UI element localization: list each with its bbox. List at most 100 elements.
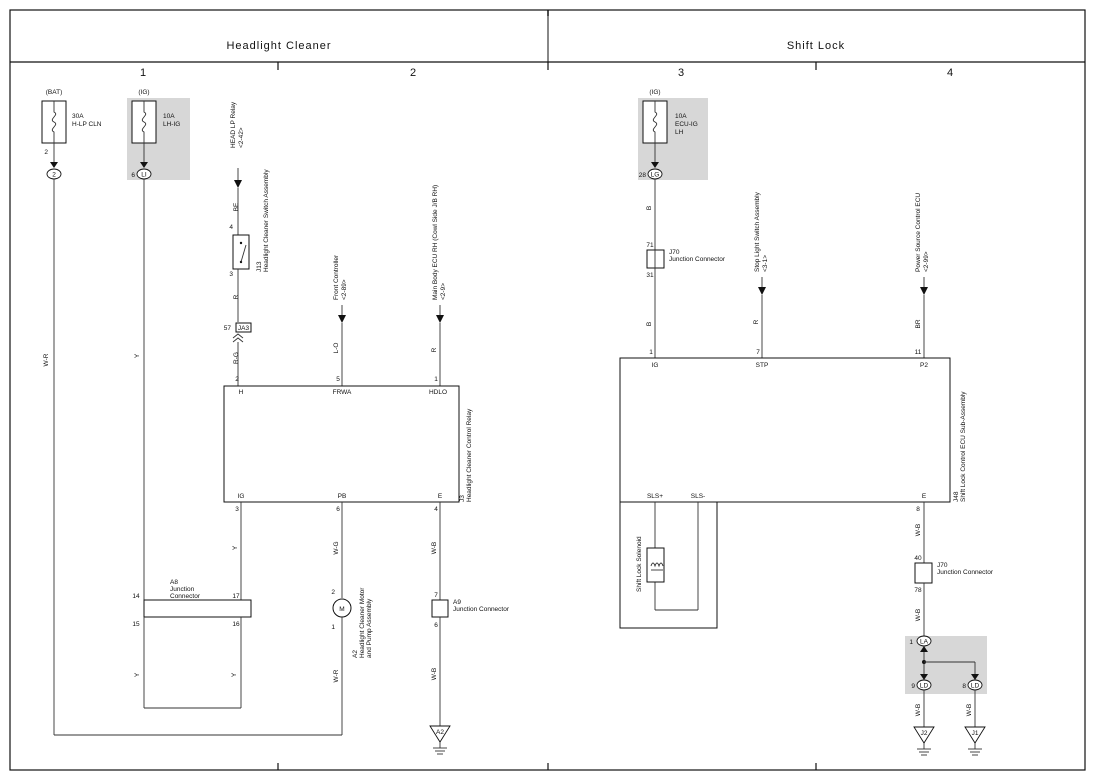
wire-color-y-1: Y	[134, 353, 141, 358]
fuse-lh-ig: (IG) 10A LH-IG 6 LI	[131, 89, 180, 180]
wire-color-w-b-4: W-B	[915, 609, 922, 622]
column-number-2: 2	[410, 67, 416, 79]
svg-text:J70: J70	[937, 562, 948, 569]
svg-text:P2: P2	[920, 362, 928, 369]
wire-color-w-r-2: W-R	[333, 669, 340, 682]
svg-text:Stop Light Switch Assembly: Stop Light Switch Assembly	[754, 191, 761, 272]
svg-text:5: 5	[336, 376, 340, 383]
shift-lock-solenoid: Shift Lock Solenoid	[619, 501, 718, 629]
svg-text:A2: A2	[352, 650, 359, 658]
wire-color-be: BE	[233, 202, 240, 211]
svg-text:E: E	[922, 493, 927, 500]
svg-text:<2-42>: <2-42>	[238, 127, 245, 148]
column-number-4: 4	[947, 67, 953, 79]
wire-color-l-o: L-O	[333, 343, 340, 354]
svg-text:9: 9	[911, 683, 915, 690]
wire-color-y-3: Y	[134, 672, 141, 677]
svg-text:1: 1	[909, 639, 913, 646]
svg-text:<2-99>: <2-99>	[923, 251, 930, 272]
svg-text:71: 71	[646, 242, 654, 249]
svg-text:1: 1	[331, 624, 335, 631]
svg-text:2: 2	[44, 149, 48, 156]
svg-text:H-LP CLN: H-LP CLN	[72, 121, 102, 128]
svg-text:2: 2	[52, 172, 56, 179]
junction-a8: A8 Junction Connector 14 17 15 16	[132, 579, 252, 628]
svg-text:<2-9>: <2-9>	[440, 283, 447, 300]
wire-color-w-b-3: W-B	[915, 524, 922, 537]
svg-text:A2: A2	[436, 729, 444, 736]
wire-color-w-b-1: W-B	[431, 542, 438, 555]
svg-text:LD: LD	[971, 683, 980, 690]
svg-text:Junction: Junction	[170, 586, 195, 593]
svg-text:14: 14	[132, 593, 140, 600]
fuse-h-lp-cln: (BAT) 30A H-LP CLN 2 2	[41, 89, 102, 180]
svg-text:SLS-: SLS-	[691, 493, 705, 500]
svg-text:LA: LA	[920, 639, 929, 646]
svg-text:(BAT): (BAT)	[46, 89, 63, 96]
wire-color-w-b-6: W-B	[966, 704, 973, 717]
connector-ja3: 57 JA3	[224, 322, 252, 343]
wire-color-y-4: Y	[231, 672, 238, 677]
svg-text:J1: J1	[972, 730, 979, 737]
svg-text:Power Source Control ECU: Power Source Control ECU	[915, 193, 922, 272]
column-number-1: 1	[140, 67, 146, 79]
svg-text:JA3: JA3	[238, 325, 250, 332]
junction-j70-lower: 40 78 J70 Junction Connector	[914, 555, 993, 594]
svg-text:Main Body ECU RH (Cowl Side J/: Main Body ECU RH (Cowl Side J/B RH)	[432, 185, 439, 300]
svg-text:2: 2	[235, 376, 239, 383]
svg-text:A8: A8	[170, 579, 178, 586]
ref-front-controller: Front Controller <2-89>	[333, 254, 348, 323]
svg-text:7: 7	[756, 349, 760, 356]
svg-text:8: 8	[962, 683, 966, 690]
wire-color-w-b-5: W-B	[915, 704, 922, 717]
svg-text:Front Controller: Front Controller	[333, 254, 340, 300]
svg-text:2: 2	[331, 589, 335, 596]
wire-color-r-g: R-G	[233, 352, 240, 364]
svg-text:Junction Connector: Junction Connector	[453, 606, 510, 613]
svg-text:<2-89>: <2-89>	[341, 279, 348, 300]
ecu-j48: 1 IG 7 STP 11 P2 SLS+ SLS- E 8 J48 Shift…	[619, 349, 967, 513]
wire-color-w-r-1: W-R	[43, 353, 50, 366]
svg-text:Connector: Connector	[170, 593, 201, 600]
svg-text:17: 17	[232, 593, 240, 600]
relay-j3: 2 H 5 FRWA 1 HDLO IG PB E 3 6 4 J3 Headl…	[223, 376, 473, 513]
svg-text:<3-1>: <3-1>	[762, 255, 769, 272]
svg-text:(IG): (IG)	[649, 89, 660, 96]
svg-text:PB: PB	[338, 493, 347, 500]
svg-text:16: 16	[232, 621, 240, 628]
svg-text:15: 15	[132, 621, 140, 628]
svg-text:7: 7	[434, 592, 438, 599]
ref-power-source-ecu: Power Source Control ECU <2-99>	[915, 193, 930, 295]
svg-text:HDLO: HDLO	[429, 389, 447, 396]
svg-text:LH: LH	[675, 129, 684, 136]
svg-text:10A: 10A	[163, 113, 175, 120]
svg-text:J70: J70	[669, 249, 680, 256]
wire-color-b-2: B	[646, 322, 653, 326]
ground-j2: J2	[913, 726, 935, 756]
svg-text:30A: 30A	[72, 113, 84, 120]
svg-text:Headlight Cleaner Control Rela: Headlight Cleaner Control Relay	[466, 408, 473, 502]
wire-color-w-b-2: W-B	[431, 668, 438, 681]
wire-color-w-g: W-G	[333, 541, 340, 554]
svg-text:J2: J2	[921, 730, 928, 737]
junction-a9: 7 6 A9 Junction Connector	[431, 592, 510, 629]
svg-text:11: 11	[915, 349, 922, 356]
ref-main-body-ecu: Main Body ECU RH (Cowl Side J/B RH) <2-9…	[432, 185, 447, 323]
ref-head-lp-relay: HEAD LP Relay <2-42>	[230, 101, 245, 188]
svg-text:57: 57	[224, 325, 232, 332]
svg-text:E: E	[438, 493, 443, 500]
svg-text:8: 8	[916, 506, 920, 513]
column-number-3: 3	[678, 67, 684, 79]
junction-j70-upper: 71 31 J70 Junction Connector	[646, 242, 725, 279]
svg-text:Headlight Cleaner Switch Assem: Headlight Cleaner Switch Assembly	[263, 169, 270, 272]
svg-text:HEAD LP Relay: HEAD LP Relay	[230, 101, 237, 148]
wire-color-r-1: R	[233, 294, 240, 299]
svg-text:ECU-IG: ECU-IG	[675, 121, 698, 128]
switch-j13: 4 3 J13 Headlight Cleaner Switch Assembl…	[229, 169, 270, 278]
wire-color-r-2: R	[431, 347, 438, 352]
svg-text:3: 3	[235, 506, 239, 513]
svg-text:LD: LD	[920, 683, 929, 690]
ref-stop-light-switch: Stop Light Switch Assembly <3-1>	[754, 191, 769, 295]
svg-text:J3: J3	[459, 495, 466, 502]
motor-symbol: M	[339, 606, 344, 613]
